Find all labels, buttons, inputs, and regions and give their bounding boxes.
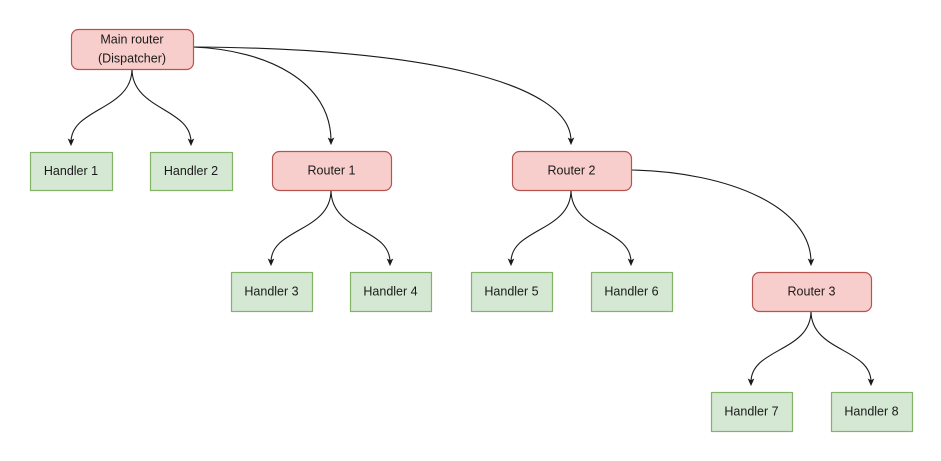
node-handler-4[interactable]: Handler 4 (349, 271, 433, 313)
edge-main-to-handler-1 (67, 68, 133, 147)
edge-router-2-to-handler-5 (507, 189, 572, 267)
edge-router-2-to-router-3 (630, 169, 815, 267)
handler-2-shape[interactable] (149, 151, 234, 192)
edge-router-2-to-handler-6 (570, 189, 635, 267)
node-router-1[interactable]: Router 1 (271, 150, 393, 192)
router-1-shape[interactable] (271, 150, 393, 192)
handler-3-shape[interactable] (230, 271, 314, 313)
handler-1-shape[interactable] (29, 151, 114, 192)
node-handler-7[interactable]: Handler 7 (710, 391, 794, 433)
handler-8-shape[interactable] (830, 391, 914, 433)
main-router-shape[interactable] (70, 28, 195, 71)
node-router-2[interactable]: Router 2 (511, 150, 633, 192)
handler-5-shape[interactable] (470, 271, 554, 313)
nodes-layer: Main router(Dispatcher) Handler 1 Handler … (29, 28, 914, 433)
edge-router-1-to-handler-4 (330, 189, 394, 267)
edge-main-to-router-1 (192, 46, 335, 146)
edge-router-1-to-handler-3 (267, 189, 332, 267)
node-handler-2[interactable]: Handler 2 (149, 151, 234, 192)
edge-main-to-handler-2 (131, 68, 195, 147)
router-2-shape[interactable] (511, 150, 633, 192)
node-router-3[interactable]: Router 3 (751, 271, 873, 313)
edges-layer (67, 46, 875, 387)
edge-router-3-to-handler-8 (810, 310, 875, 387)
node-main-router[interactable]: Main router(Dispatcher) (70, 28, 195, 71)
edge-main-to-router-2 (192, 46, 575, 146)
handler-4-shape[interactable] (349, 271, 433, 313)
handler-7-shape[interactable] (710, 391, 794, 433)
edge-router-3-to-handler-7 (747, 310, 812, 387)
node-handler-1[interactable]: Handler 1 (29, 151, 114, 192)
router-3-shape[interactable] (751, 271, 873, 313)
node-handler-3[interactable]: Handler 3 (230, 271, 314, 313)
handler-6-shape[interactable] (590, 271, 674, 313)
node-handler-5[interactable]: Handler 5 (470, 271, 554, 313)
node-handler-6[interactable]: Handler 6 (590, 271, 674, 313)
node-handler-8[interactable]: Handler 8 (830, 391, 914, 433)
